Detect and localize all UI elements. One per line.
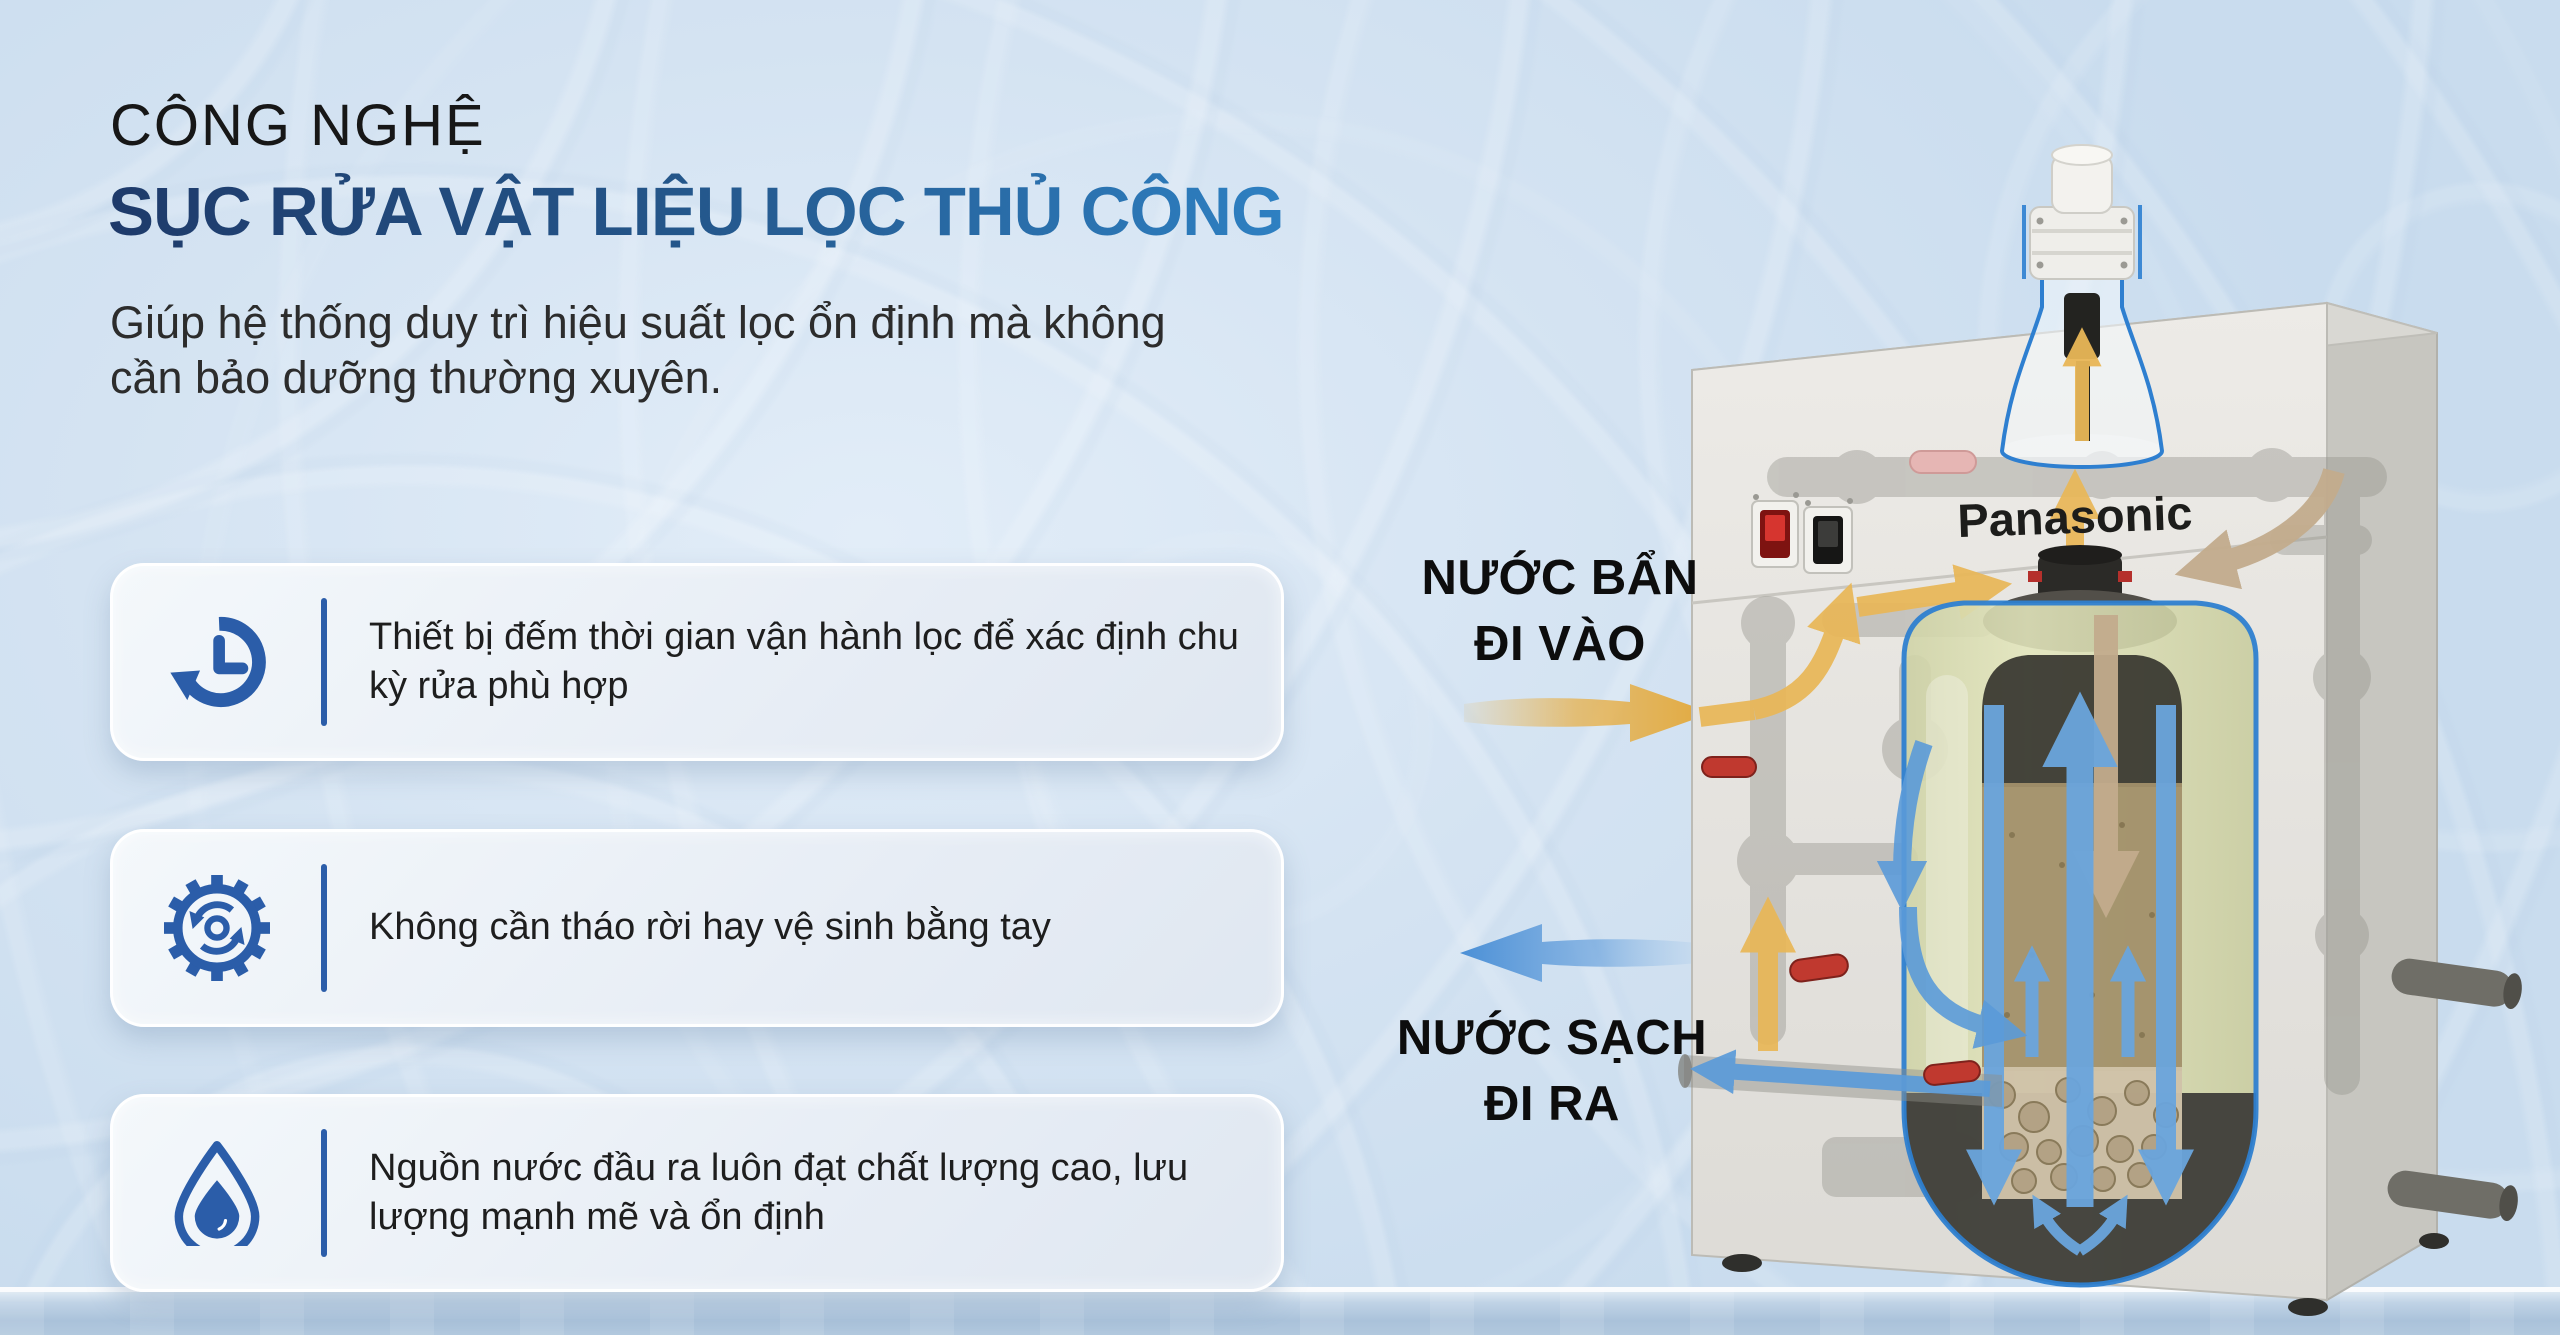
- water-drop-icon: [174, 1141, 260, 1246]
- filtration-machine-illustration: Panasonic: [1678, 144, 2522, 1316]
- gear-maintenance-icon: [164, 875, 270, 981]
- feature-icon-box: [113, 875, 321, 981]
- feature-icon-box: [113, 609, 321, 715]
- feature-card-timer: Thiết bị đếm thời gian vận hành lọc để x…: [110, 563, 1284, 761]
- feature-card-no-disassembly: Không cần tháo rời hay vệ sinh bằng tay: [110, 829, 1284, 1027]
- page-title: SỤC RỬA VẬT LIỆU LỌC THỦ CÔNG: [108, 173, 1285, 250]
- red-valve-handles: [1701, 756, 1981, 1086]
- clean-water-out-line1: NƯỚC SẠCH: [1396, 1011, 1708, 1065]
- card-divider: [321, 1129, 327, 1257]
- side-pipe-stubs: [2387, 958, 2522, 1221]
- dirty-water-in-line1: NƯỚC BẨN: [1421, 551, 1699, 605]
- clean-water-out-arrow: [1460, 924, 1708, 982]
- kicker-text: CÔNG NGHỆ: [110, 93, 486, 158]
- filter-tank: [1901, 467, 2345, 1288]
- dirty-water-in-label: NƯỚC BẨN ĐI VÀO: [1392, 546, 1728, 677]
- brand-logo: Panasonic: [1956, 486, 2193, 547]
- page-subtitle: Giúp hệ thống duy trì hiệu suất lọc ổn đ…: [110, 297, 1166, 403]
- history-clock-icon: [170, 616, 266, 707]
- power-switch-panel: [1751, 492, 1853, 574]
- feature-card-water-quality: Nguồn nước đầu ra luôn đạt chất lượng ca…: [110, 1094, 1284, 1292]
- card-divider: [321, 598, 327, 726]
- card-divider: [321, 864, 327, 992]
- tank-flow-arrows: [1966, 691, 2194, 1256]
- feature-icon-box: [113, 1140, 321, 1246]
- dirty-water-in-line2: ĐI VÀO: [1474, 616, 1646, 671]
- clean-water-out-line2: ĐI RA: [1484, 1076, 1620, 1131]
- feature-text: Không cần tháo rời hay vệ sinh bằng tay: [369, 906, 1051, 949]
- water-surface-band: [0, 1287, 2560, 1335]
- clean-flow-run: [1678, 740, 2028, 1107]
- dirty-water-in-arrow: [1464, 684, 1712, 742]
- feature-text: Thiết bị đếm thời gian vận hành lọc để x…: [369, 615, 1239, 707]
- funnel-assembly: [1999, 144, 2165, 469]
- clean-water-out-label: NƯỚC SẠCH ĐI RA: [1382, 1006, 1722, 1137]
- feature-text: Nguồn nước đầu ra luôn đạt chất lượng ca…: [369, 1146, 1189, 1238]
- pink-valve-handle: [1909, 450, 1977, 474]
